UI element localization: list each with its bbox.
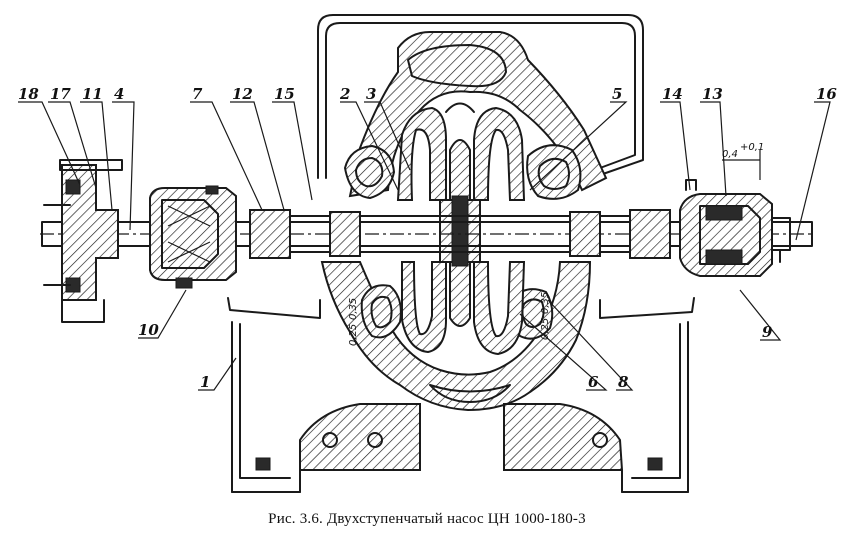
- dimension-label: 0,4: [722, 149, 738, 160]
- dimension-label: +0,1: [740, 142, 764, 153]
- dimension-annotations: 0,4 +0,1 0,25 0,35 0,25 0,35: [348, 142, 764, 346]
- pump-casing: [317, 14, 644, 412]
- callout-label: 15: [274, 85, 295, 103]
- callout-label: 7: [192, 85, 203, 103]
- callout-label: 11: [82, 85, 103, 103]
- coupling-half: [43, 159, 123, 323]
- callout-label: 10: [138, 321, 159, 339]
- pump-base: [227, 297, 695, 493]
- callout-label: 14: [662, 85, 683, 103]
- dimension-label: 0,25: [540, 318, 551, 340]
- callout-label: 8: [618, 373, 629, 391]
- callout-label: 17: [50, 85, 71, 103]
- callout-label: 3: [366, 85, 376, 103]
- callout-leaders: [18, 101, 831, 391]
- left-bearing-housing: [149, 185, 237, 289]
- callout-label: 12: [232, 85, 253, 103]
- callout-label: 5: [612, 85, 622, 103]
- callout-label: 16: [816, 85, 837, 103]
- dimension-label: 0,25: [348, 324, 359, 346]
- right-bearing-housing: [679, 179, 791, 277]
- dimension-label: 0,35: [540, 292, 551, 314]
- figure-caption: Рис. 3.6. Двухступенчатый насос ЦН 1000-…: [268, 511, 586, 527]
- callout-label: 13: [702, 85, 723, 103]
- callout-label: 1: [200, 373, 210, 391]
- callout-label: 4: [114, 85, 124, 103]
- callout-label: 2: [339, 85, 350, 103]
- pump-cross-section-drawing: 18 17 11 4 7 12 15 2 3 5 14 13 16 10 1 6…: [18, 14, 837, 493]
- callout-label: 9: [762, 323, 773, 341]
- callout-label: 18: [18, 85, 39, 103]
- callout-labels: 18 17 11 4 7 12 15 2 3 5 14 13 16 10 1 6…: [18, 85, 837, 391]
- dimension-label: 0,35: [348, 298, 359, 320]
- callout-label: 6: [588, 373, 599, 391]
